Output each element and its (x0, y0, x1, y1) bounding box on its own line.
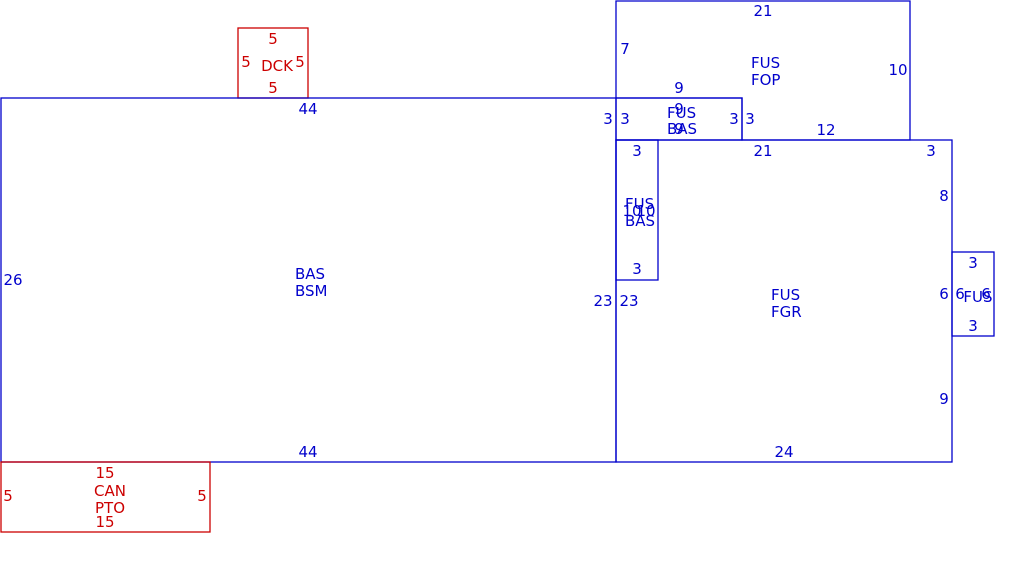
bas-bsm-top-dim: 44 (298, 100, 317, 118)
fus-fop-left-dim: 7 (620, 40, 630, 58)
fus-fgr-bottom-dim: 24 (774, 443, 793, 461)
fus-bas-tall-label-line1: FUS (625, 195, 654, 213)
fus-fgr-top-dim: 21 (753, 142, 772, 160)
fus-fop-inner-dim: 9 (674, 79, 684, 97)
fus-fop-top-dim: 21 (753, 2, 772, 20)
fus-fgr-top-right-dim: 3 (926, 142, 936, 160)
can-pto-bottom-dim: 15 (95, 513, 114, 531)
dck-top-dim: 5 (268, 30, 278, 48)
can-pto-label-line2: PTO (95, 499, 125, 517)
fus-small-label: FUS (963, 288, 992, 306)
fus-bas-tall-label-line2: BAS (625, 212, 655, 230)
can-pto-outline (0, 461, 211, 533)
fus-fop-bottom-dim: 12 (816, 121, 835, 139)
fus-bas-tall-left-dim: 10 (622, 202, 641, 220)
fus-fgr-right-mid-dim: 6 (939, 285, 949, 303)
fus-bas-small-right-dim: 3 (729, 110, 739, 128)
fus-small-outline (951, 251, 995, 337)
fus-fop-label-line2: FOP (751, 71, 780, 89)
bas-bsm-left-dim: 26 (3, 271, 22, 289)
fus-fgr-left-dim: 23 (619, 292, 638, 310)
bas-bsm-bottom-dim: 44 (298, 443, 317, 461)
dck-left-dim: 5 (241, 53, 251, 71)
fus-bas-small-left-dim: 3 (620, 110, 630, 128)
fus-small-right-dim: 6 (981, 285, 991, 303)
fus-fgr-label-line1: FUS (771, 286, 800, 304)
fus-fgr-right-lower-dim: 9 (939, 390, 949, 408)
can-pto-left-dim: 5 (3, 487, 13, 505)
dck-bottom-dim: 5 (268, 79, 278, 97)
fus-bas-small-label-line2: BAS (667, 120, 697, 138)
dck-right-dim: 5 (295, 53, 305, 71)
can-pto-label-line1: CAN (94, 482, 126, 500)
fus-bas-small-bottom-dim: 9 (674, 120, 684, 138)
fus-bas-small-outer-right-dim: 3 (745, 110, 755, 128)
bas-bsm-label-line2: BSM (295, 282, 328, 300)
fus-bas-tall-bottom-dim: 3 (632, 260, 642, 278)
fus-fgr-right-upper-dim: 8 (939, 187, 949, 205)
fus-bas-tall-right-dim: 10 (636, 202, 655, 220)
fus-small-top-dim: 3 (968, 254, 978, 272)
fus-bas-small-top-dim: 9 (674, 100, 684, 118)
bas-bsm-label-line1: BAS (295, 265, 325, 283)
bas-bsm-right-dim: 23 (593, 292, 612, 310)
fus-fop-right-dim: 10 (888, 61, 907, 79)
fus-fgr-label-line2: FGR (771, 303, 802, 321)
fus-bas-small-label-line1: FUS (667, 104, 696, 122)
dck-label: DCK (261, 57, 294, 75)
can-pto-right-dim: 5 (197, 487, 207, 505)
fus-small-bottom-dim: 3 (968, 317, 978, 335)
fus-fop-label-line1: FUS (751, 54, 780, 72)
fus-bas-tall-top-dim: 3 (632, 142, 642, 160)
fus-bas-small-outer-left-dim: 3 (603, 110, 613, 128)
can-pto-top-dim: 15 (95, 464, 114, 482)
fus-small-left-dim: 6 (955, 285, 965, 303)
